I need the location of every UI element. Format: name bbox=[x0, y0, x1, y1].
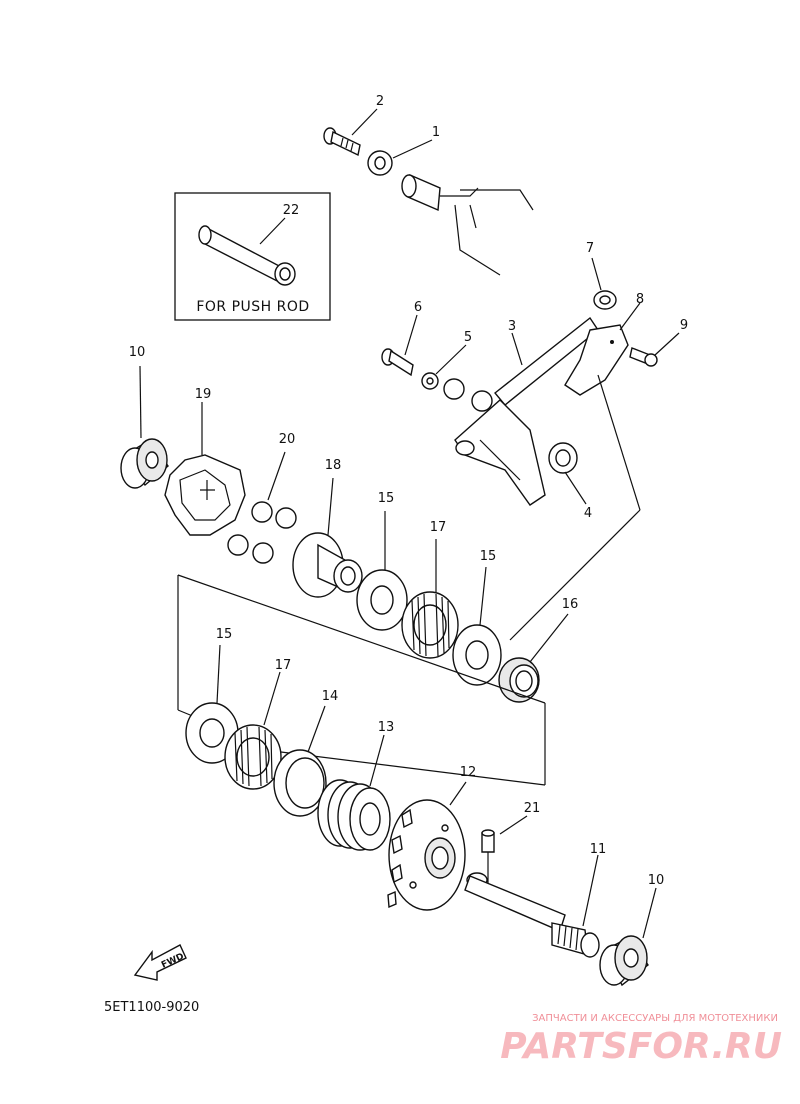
callout-16: 16 bbox=[562, 597, 579, 612]
callout-2: 2 bbox=[376, 94, 384, 109]
washer-part-7 bbox=[593, 290, 617, 310]
balls-part-20 bbox=[227, 501, 297, 564]
callout-11: 11 bbox=[590, 842, 607, 857]
callout-10-top: 10 bbox=[129, 345, 146, 360]
bracket-assembly: 7 8 9 bbox=[509, 241, 688, 641]
washer-part-15-c bbox=[185, 702, 239, 764]
kick-lever-assembly: 4 3 5 6 bbox=[381, 300, 599, 521]
callout-8: 8 bbox=[636, 292, 644, 307]
callout-7: 7 bbox=[586, 241, 594, 256]
needle-bearing-part-17-a bbox=[401, 591, 459, 659]
shaft-components: 21 11 10 bbox=[464, 801, 665, 987]
bearing-part-10-top bbox=[120, 438, 169, 489]
washer-part-1 bbox=[367, 150, 393, 176]
diagram-code: 5ET1100-9020 bbox=[104, 1000, 199, 1015]
callout-14: 14 bbox=[322, 689, 339, 704]
push-rod-bushing-part-22 bbox=[198, 225, 296, 286]
watermark-logo: PARTSFOR.RU bbox=[500, 1026, 782, 1067]
shaft-assembly-top: 2 1 bbox=[323, 94, 534, 276]
callout-5: 5 bbox=[464, 330, 472, 345]
bolt-part-2 bbox=[323, 127, 361, 157]
inset-label: FOR PUSH ROD bbox=[196, 299, 309, 315]
callout-18: 18 bbox=[325, 458, 342, 473]
callout-12: 12 bbox=[460, 765, 477, 780]
washer-part-5 bbox=[421, 372, 439, 390]
callout-21: 21 bbox=[524, 801, 541, 816]
callout-13: 13 bbox=[378, 720, 395, 735]
callout-17-b: 17 bbox=[275, 658, 292, 673]
crankshaft-end bbox=[401, 173, 534, 276]
push-rod-inset: 22 FOR PUSH ROD bbox=[174, 192, 331, 321]
bearing-part-10-bottom bbox=[599, 935, 649, 987]
collar-link bbox=[443, 378, 493, 412]
spring-part-13 bbox=[317, 779, 391, 851]
lower-row-components: 15 17 14 13 bbox=[185, 627, 477, 911]
spring-guide-part-14 bbox=[273, 749, 327, 817]
shaft-collar-part-4 bbox=[548, 442, 578, 474]
middle-row-components: 18 15 17 15 16 bbox=[292, 458, 579, 703]
callout-22: 22 bbox=[283, 203, 300, 218]
callout-15-c: 15 bbox=[216, 627, 233, 642]
gear-part-12 bbox=[387, 799, 466, 911]
washer-part-15-a bbox=[356, 569, 408, 631]
callout-17-a: 17 bbox=[430, 520, 447, 535]
washer-part-15-b bbox=[452, 624, 502, 686]
callout-15-b: 15 bbox=[480, 549, 497, 564]
callout-4: 4 bbox=[584, 506, 592, 521]
kick-shaft-part-11 bbox=[464, 872, 600, 958]
callout-9: 9 bbox=[680, 318, 688, 333]
callout-3: 3 bbox=[508, 319, 516, 334]
callout-10-bottom: 10 bbox=[648, 873, 665, 888]
watermark: ЗАПЧАСТИ И АКСЕССУАРЫ ДЛЯ МОТОТЕХНИКИ PA… bbox=[500, 1013, 782, 1067]
bolt-part-6 bbox=[381, 348, 414, 377]
pin-part-21 bbox=[481, 829, 495, 853]
ratchet-part-19 bbox=[164, 454, 246, 536]
callout-6: 6 bbox=[414, 300, 422, 315]
screw-part-9 bbox=[629, 347, 658, 367]
left-components: 10 19 20 bbox=[120, 345, 297, 564]
collar-part-18 bbox=[292, 532, 363, 598]
callout-15-a: 15 bbox=[378, 491, 395, 506]
watermark-subtitle: ЗАПЧАСТИ И АКСЕССУАРЫ ДЛЯ МОТОТЕХНИКИ bbox=[532, 1013, 778, 1024]
lever-part-3 bbox=[454, 316, 599, 506]
callout-19: 19 bbox=[195, 387, 212, 402]
needle-bearing-part-17-b bbox=[224, 724, 282, 790]
fwd-arrow: FWD bbox=[133, 944, 187, 981]
collar-part-16 bbox=[498, 657, 540, 703]
callout-20: 20 bbox=[279, 432, 296, 447]
callout-1: 1 bbox=[432, 125, 440, 140]
